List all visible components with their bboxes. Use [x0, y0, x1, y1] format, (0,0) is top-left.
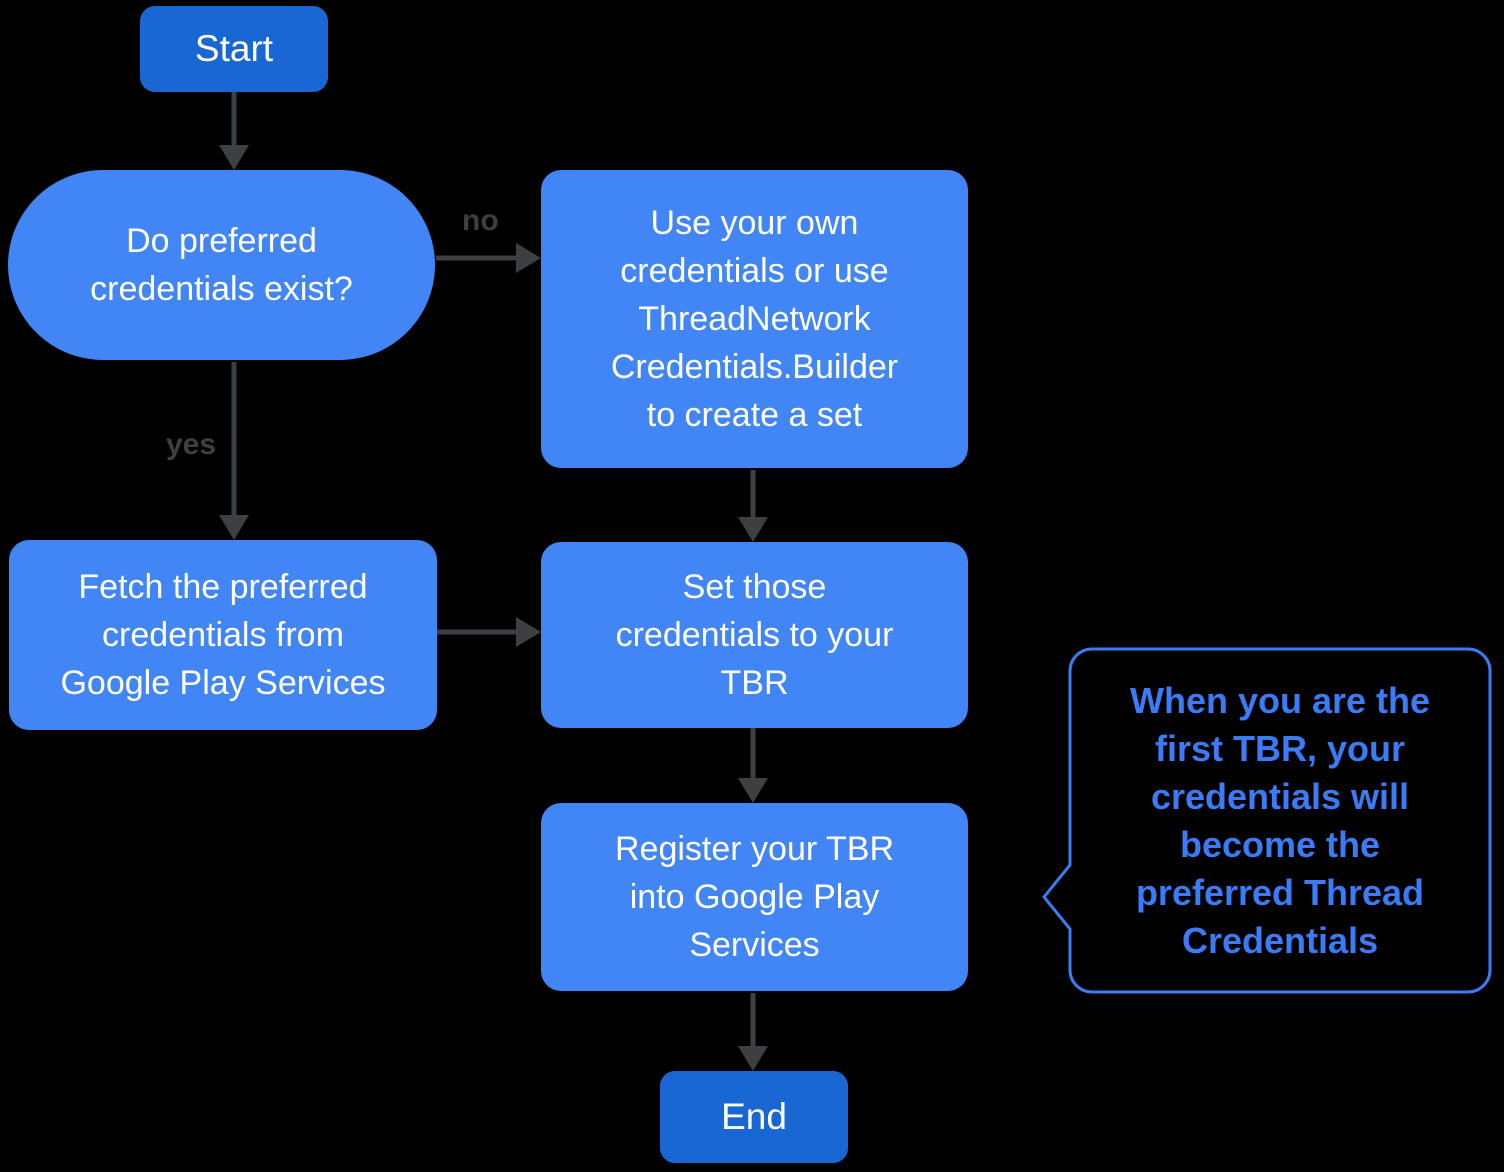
node-decision-preferred-credentials: Do preferred credentials exist?	[8, 170, 435, 360]
callout-note-text: When you are the first TBR, your credent…	[1129, 680, 1431, 961]
node-use-own-credentials: Use your own credentials or use ThreadNe…	[541, 170, 968, 468]
node-start: Start	[140, 6, 328, 92]
edge-label-no: no	[462, 204, 499, 237]
node-set-credentials-to-tbr: Set those credentials to your TBR	[541, 542, 968, 728]
node-register-tbr: Register your TBR into Google Play Servi…	[541, 803, 968, 991]
node-end: End	[660, 1071, 848, 1163]
callout-bubble-outline	[1042, 647, 1492, 994]
node-fetch-preferred-credentials: Fetch the preferred credentials from Goo…	[9, 540, 437, 730]
edge-label-yes: yes	[166, 428, 217, 461]
